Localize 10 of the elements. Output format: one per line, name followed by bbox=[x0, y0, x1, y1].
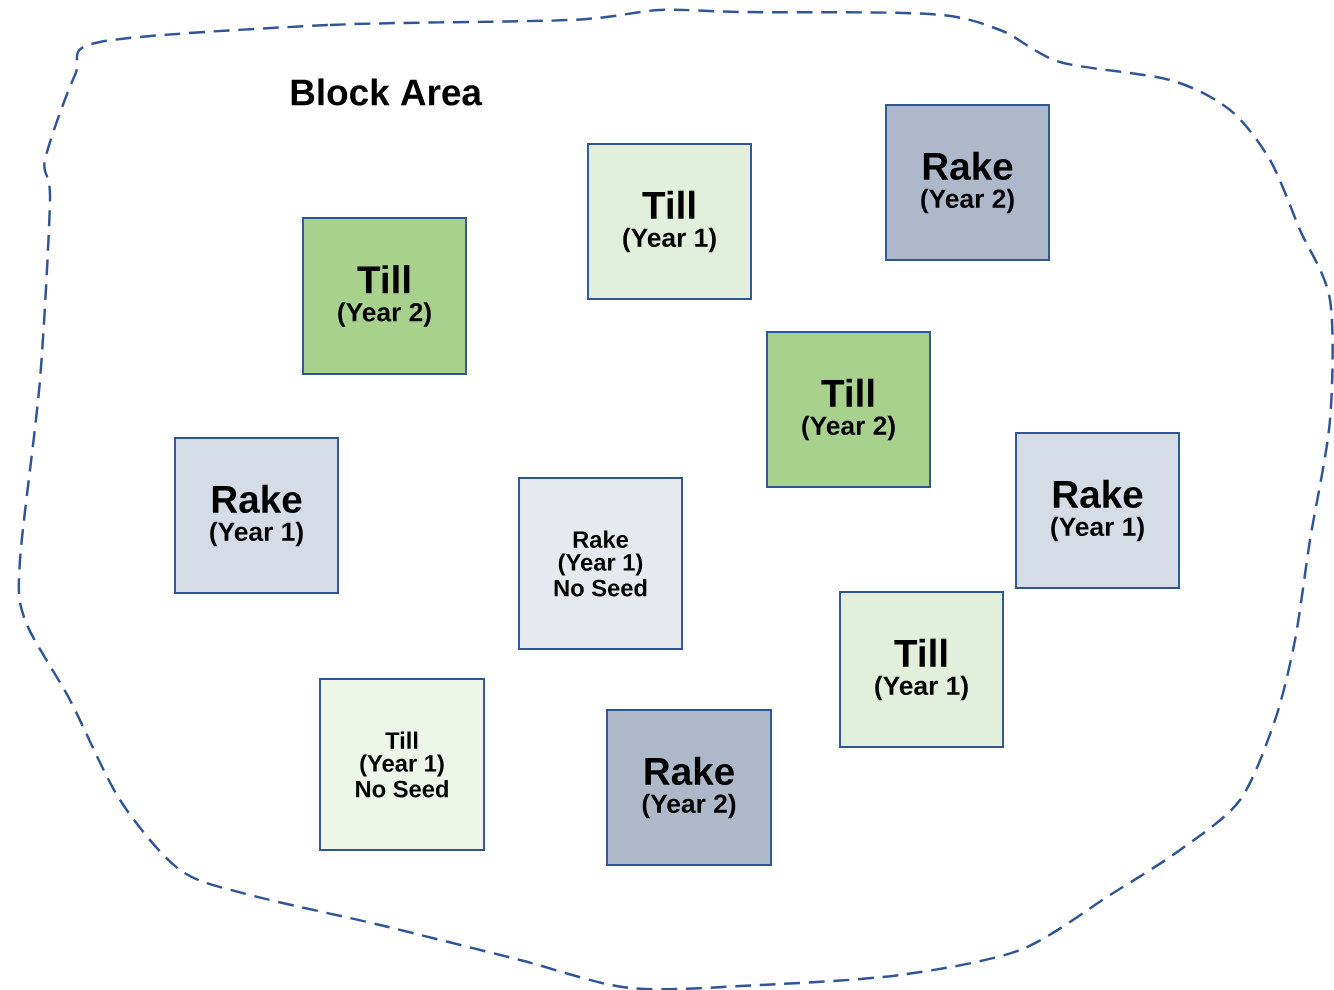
plot-box: Rake (Year 1) bbox=[1015, 432, 1180, 589]
plot-box: Till (Year 2) bbox=[302, 217, 467, 375]
plot-box: Till (Year 1) bbox=[587, 143, 752, 300]
plot-box: Till (Year 2) bbox=[766, 331, 931, 488]
plot-box: Till (Year 1) No Seed bbox=[319, 678, 485, 851]
plot-box: Rake (Year 1) No Seed bbox=[518, 477, 683, 650]
plot-box: Rake (Year 2) bbox=[606, 709, 772, 866]
plot-box: Rake (Year 1) bbox=[174, 437, 339, 594]
plot-box: Till (Year 1) bbox=[839, 591, 1004, 748]
plot-box: Rake (Year 2) bbox=[885, 104, 1050, 261]
